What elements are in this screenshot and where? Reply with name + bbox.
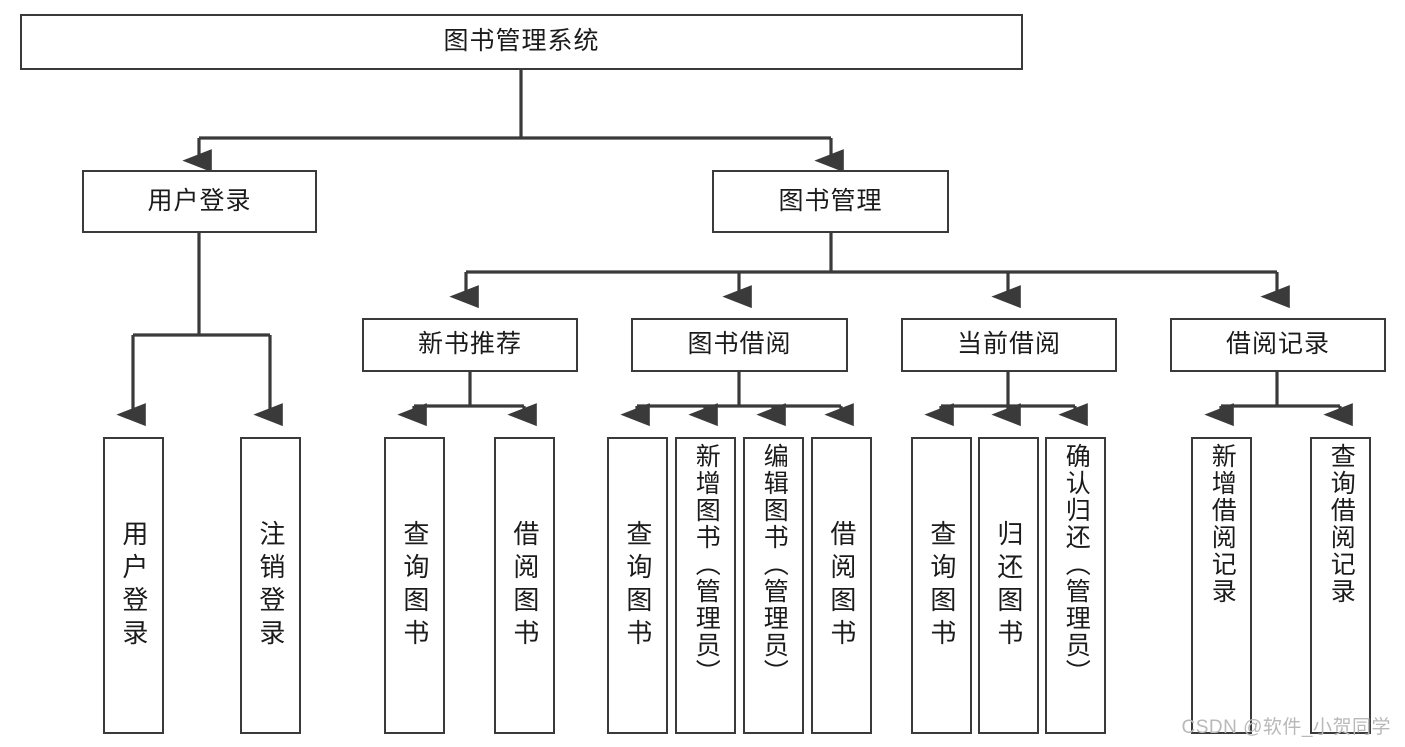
- node-label: 查询图书: [926, 519, 957, 652]
- node-label: 借阅图书: [826, 519, 857, 652]
- node-new-book-recommend[interactable]: 新书推荐: [362, 318, 578, 372]
- node-label: 新增借阅记录: [1208, 443, 1237, 605]
- edges-currentborrow-to-leaves: [924, 372, 1088, 427]
- leaf-confirm-return-admin[interactable]: 确认归还（管理员）: [1045, 437, 1106, 734]
- node-label: 借阅记录: [1225, 330, 1330, 359]
- node-label: 用户登录: [147, 186, 252, 215]
- leaf-query-book-borrow[interactable]: 查询图书: [607, 437, 668, 734]
- node-label: 当前借阅: [956, 330, 1061, 359]
- node-label: 查询借阅记录: [1327, 443, 1356, 605]
- leaf-edit-book-admin[interactable]: 编辑图书（管理员）: [743, 437, 804, 734]
- leaf-user-login[interactable]: 用户登录: [103, 437, 164, 734]
- node-borrow-record[interactable]: 借阅记录: [1170, 318, 1386, 372]
- edges-bookborrow-to-leaves: [620, 372, 854, 427]
- edges-root-to-level2: [182, 70, 844, 173]
- edges-newbook-to-leaves: [397, 372, 537, 427]
- node-label: 确认归还（管理员）: [1062, 443, 1091, 686]
- node-label: 用户登录: [118, 519, 149, 652]
- node-label: 查询图书: [622, 519, 653, 652]
- leaf-query-borrow-record[interactable]: 查询借阅记录: [1310, 437, 1371, 734]
- node-label: 图书管理系统: [443, 27, 600, 56]
- node-label: 查询图书: [399, 519, 430, 652]
- edges-userlogin-to-leaves: [116, 233, 283, 427]
- node-label: 编辑图书（管理员）: [760, 443, 789, 686]
- leaf-add-borrow-record[interactable]: 新增借阅记录: [1191, 437, 1252, 734]
- node-label: 图书借阅: [687, 330, 792, 359]
- node-root-system[interactable]: 图书管理系统: [20, 14, 1023, 70]
- node-label: 新书推荐: [417, 330, 522, 359]
- leaf-logout[interactable]: 注销登录: [240, 437, 301, 734]
- node-label: 注销登录: [255, 519, 286, 652]
- edges-bookmgmt-to-level3: [449, 233, 1290, 309]
- leaf-borrow-book-newbook[interactable]: 借阅图书: [494, 437, 555, 734]
- leaf-borrow-book[interactable]: 借阅图书: [811, 437, 872, 734]
- leaf-query-book-newbook[interactable]: 查询图书: [384, 437, 445, 734]
- node-label: 图书管理: [778, 186, 883, 215]
- node-book-borrow[interactable]: 图书借阅: [631, 318, 848, 372]
- node-label: 新增图书（管理员）: [692, 443, 721, 686]
- node-label: 借阅图书: [509, 519, 540, 652]
- node-book-management[interactable]: 图书管理: [712, 170, 949, 233]
- edges-borrowrecord-to-leaves: [1204, 372, 1353, 427]
- leaf-add-book-admin[interactable]: 新增图书（管理员）: [675, 437, 736, 734]
- node-label: 归还图书: [993, 519, 1024, 652]
- node-user-login[interactable]: 用户登录: [82, 170, 317, 233]
- node-current-borrow[interactable]: 当前借阅: [901, 318, 1117, 372]
- leaf-return-book[interactable]: 归还图书: [978, 437, 1039, 734]
- leaf-query-book-current[interactable]: 查询图书: [911, 437, 972, 734]
